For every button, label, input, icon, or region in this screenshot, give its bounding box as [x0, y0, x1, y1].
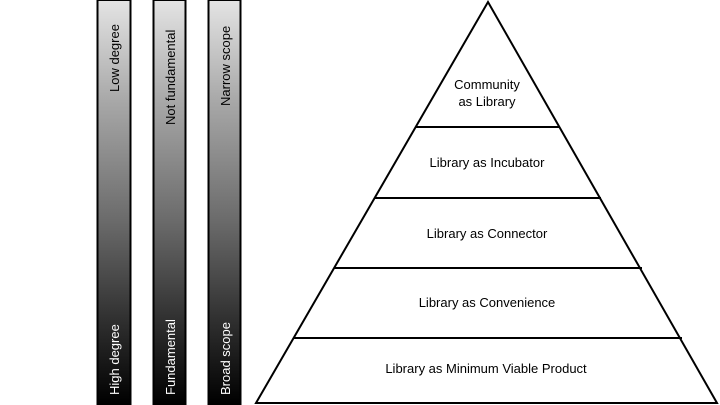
scale-top-label: Not fundamental	[163, 29, 178, 125]
scale-bottom-label: Fundamental	[163, 319, 178, 395]
layer-community-line2: as Library	[458, 94, 516, 109]
pyramid	[254, 0, 719, 404]
layer-convenience: Library as Convenience	[419, 295, 556, 310]
scale-bar-degree: Low degree High degree	[96, 0, 132, 405]
scale-bottom-label: High degree	[107, 324, 122, 395]
layer-connector: Library as Connector	[427, 226, 548, 241]
pyramid-outline	[254, 0, 719, 404]
scale-top-label: Low degree	[107, 24, 122, 92]
scale-bar-scope: Narrow scope Broad scope	[207, 0, 242, 405]
scale-bar-fundamental: Not fundamental Fundamental	[152, 0, 187, 405]
scale-bottom-label: Broad scope	[218, 322, 233, 395]
scale-top-label: Narrow scope	[218, 26, 233, 106]
layer-mvp: Library as Minimum Viable Product	[385, 361, 587, 376]
layer-community-line1: Community	[454, 77, 520, 92]
layer-incubator: Library as Incubator	[430, 155, 546, 170]
